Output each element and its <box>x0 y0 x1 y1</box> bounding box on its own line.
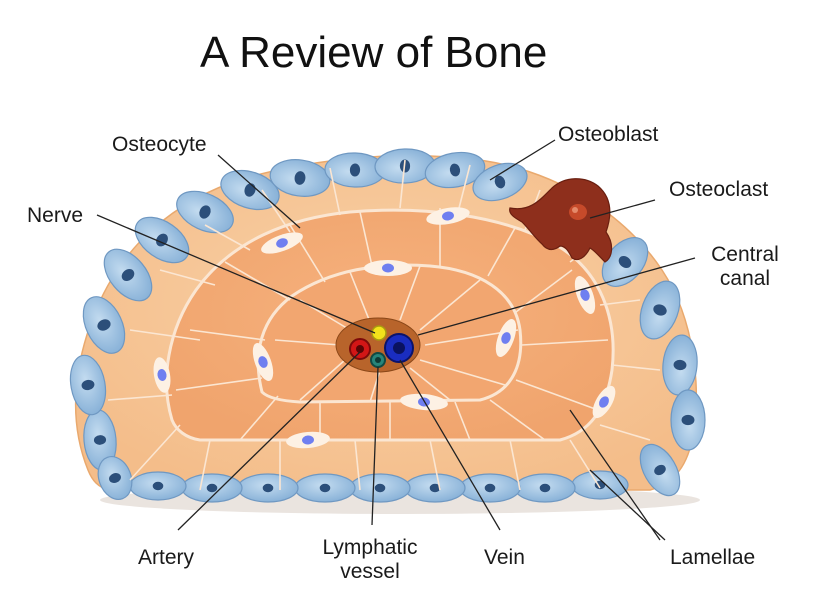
label-lymphatic-vessel: Lymphatic vessel <box>305 536 435 584</box>
label-osteocyte: Osteocyte <box>112 133 207 156</box>
osteoclast-cell <box>509 178 613 263</box>
label-nerve: Nerve <box>27 204 84 227</box>
osteoblast-nucleus <box>199 205 211 219</box>
osteoblast-nucleus <box>539 483 551 493</box>
label-vein: Vein <box>484 546 525 569</box>
leader-osteoclast <box>589 199 656 219</box>
osteoblast-nucleus <box>81 379 95 391</box>
leader-artery <box>177 351 361 531</box>
label-osteoclast: Osteoclast <box>669 178 769 201</box>
osteoblast-nucleus <box>374 483 386 493</box>
osteocyte-nucleus <box>276 238 288 248</box>
leader-nerve <box>96 214 376 334</box>
label-central-canal: Central canal <box>700 243 790 291</box>
label-central-canal-line2: canal <box>719 267 771 290</box>
osteoblast-nucleus <box>93 435 107 445</box>
osteoblast-nucleus <box>109 473 121 483</box>
osteocyte-nucleus <box>580 289 590 301</box>
leader-osteoblast <box>489 139 556 181</box>
label-osteoblast: Osteoblast <box>558 123 659 146</box>
label-central-canal-line1: Central <box>711 243 779 266</box>
leader-osteocyte <box>217 154 301 229</box>
lamella-cell-boundaries <box>107 159 661 491</box>
osteoblast-nucleus <box>294 171 306 185</box>
osteoblast-layer <box>69 148 706 503</box>
osteoblast-nucleus <box>429 483 441 493</box>
label-lamellae: Lamellae <box>670 546 756 569</box>
leader-vein <box>399 359 501 531</box>
nerve-dot <box>371 325 387 341</box>
osteoblast-nucleus <box>206 483 218 493</box>
osteoblast-nucleus <box>121 268 135 282</box>
label-lymphatic-line1: Lymphatic <box>322 536 418 559</box>
diagram-title: A Review of Bone <box>200 28 548 77</box>
osteoblast-nucleus <box>618 255 632 269</box>
osteoblast-nucleus <box>97 319 111 331</box>
osteocyte-group <box>153 207 616 449</box>
osteoblast-nucleus <box>654 464 666 476</box>
osteoblast-nucleus <box>494 175 506 189</box>
osteocyte-nucleus <box>599 396 609 408</box>
leader-lymphatic <box>371 366 379 526</box>
osteoblast-nucleus <box>653 304 667 316</box>
osteocyte-nucleus <box>442 211 454 221</box>
osteocyte-nucleus <box>501 332 511 344</box>
osteoblast-nucleus <box>349 163 361 177</box>
osteoblast-nucleus <box>449 163 461 177</box>
osteocyte-nucleus <box>157 369 167 381</box>
leader-lamellae-2 <box>589 469 666 541</box>
label-lymphatic-line2: vessel <box>340 560 400 583</box>
label-artery: Artery <box>138 546 195 569</box>
osteoblast-nucleus <box>673 359 687 371</box>
osteoblast-nucleus <box>681 414 695 426</box>
osteocyte-nucleus <box>382 263 394 273</box>
osteoblast-nucleus <box>484 483 496 493</box>
osteoblast-nucleus <box>262 483 274 493</box>
leader-central-canal <box>417 257 696 336</box>
osteocyte-nucleus <box>302 435 314 445</box>
osteoblast-nucleus <box>152 481 164 491</box>
leader-lamellae-1 <box>569 409 661 541</box>
osteocyte-nucleus <box>258 356 268 368</box>
osteoblast-nucleus <box>319 483 331 493</box>
leader-lines <box>96 139 696 541</box>
